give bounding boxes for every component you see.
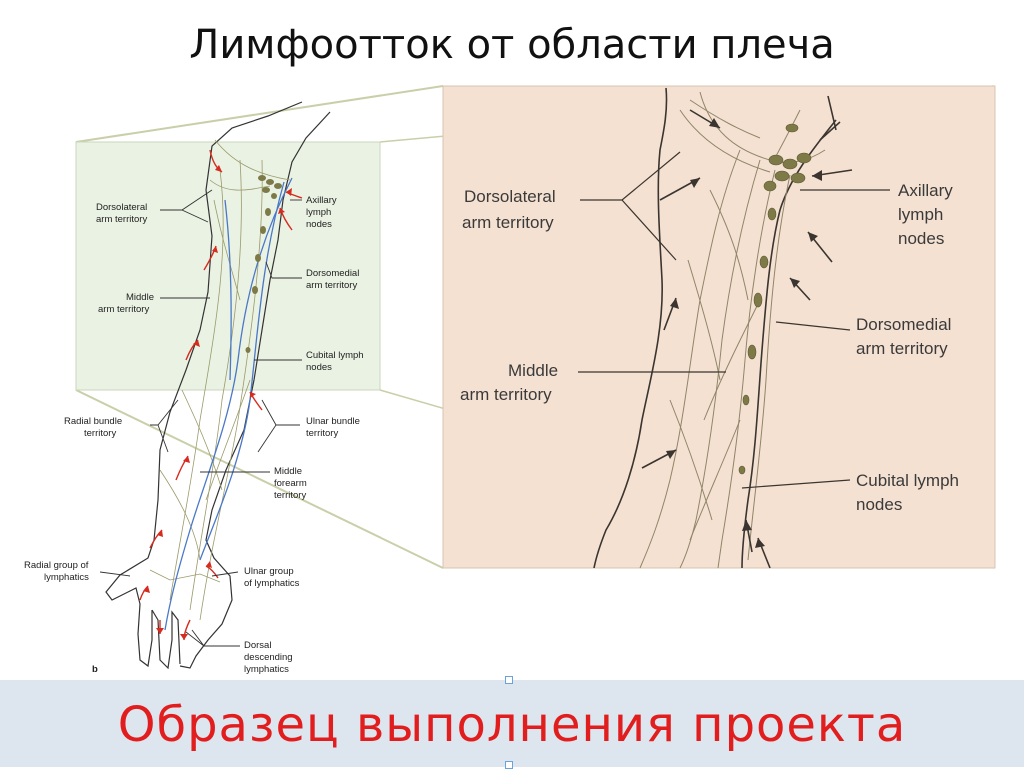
leader-lines-right (578, 151, 890, 489)
label-ulnar-bundle-1: Ulnar bundle (306, 416, 360, 427)
label-dorsal-desc-2: descending (244, 652, 293, 663)
label-axillary-right-2: lymph (898, 205, 943, 224)
arm-illustration-left (105, 101, 331, 670)
labels-left: Dorsolateral arm territory Axillary lymp… (24, 195, 364, 675)
slide-title: Лимфоотток от области плеча (189, 22, 835, 68)
zoom-connector-bottom (75, 389, 444, 569)
label-middle-forearm-2: forearm (274, 478, 307, 489)
zoom-detail-panel (442, 85, 996, 569)
label-middle-forearm-1: Middle (274, 466, 302, 477)
label-dorsolateral-right-2: arm territory (462, 213, 554, 232)
label-axillary-left-1: Axillary (306, 195, 337, 206)
label-cubital-left-2: nodes (306, 362, 332, 373)
label-axillary-left-3: nodes (306, 219, 332, 230)
label-cubital-left-1: Cubital lymph (306, 350, 364, 361)
label-radial-group-1: Radial group of (24, 560, 89, 571)
lymph-nodes-right (738, 123, 812, 475)
label-dorsomedial-left-1: Dorsomedial (306, 268, 359, 279)
lymph-vessels-left (149, 139, 291, 621)
label-radial-group-2: lymphatics (44, 572, 89, 583)
label-cubital-right-2: nodes (856, 495, 902, 514)
banner-text[interactable]: Образец выполнения проекта (117, 697, 907, 753)
lymph-nodes-left (245, 175, 282, 353)
label-dorsomedial-right-2: arm territory (856, 339, 948, 358)
zoom-connector-top (75, 85, 444, 143)
flow-arrowheads-left (143, 165, 292, 640)
veins-left (164, 177, 293, 631)
resize-handle-top[interactable] (505, 676, 513, 684)
lymph-vessels-right (639, 91, 826, 569)
label-ulnar-bundle-2: territory (306, 428, 338, 439)
label-ulnar-group-1: Ulnar group (244, 566, 294, 577)
label-ulnar-group-2: of lymphatics (244, 578, 300, 589)
resize-handle-bottom[interactable] (505, 761, 513, 769)
label-middle-arm-right-2: arm territory (460, 385, 552, 404)
label-middle-forearm-3: territory (274, 490, 306, 501)
panel-letter: b (92, 664, 98, 675)
label-dorsolateral-left-2: arm territory (96, 214, 147, 225)
label-dorsomedial-right-1: Dorsomedial (856, 315, 951, 334)
label-axillary-right-3: nodes (898, 229, 944, 248)
label-radial-bundle-1: Radial bundle (64, 416, 122, 427)
label-dorsal-desc-3: lymphatics (244, 664, 289, 675)
label-middle-arm-left-1: Middle (126, 292, 154, 303)
label-dorsomedial-left-2: arm territory (306, 280, 357, 291)
leader-lines-left (99, 189, 302, 647)
label-radial-bundle-2: territory (84, 428, 116, 439)
label-axillary-left-2: lymph (306, 207, 331, 218)
label-middle-arm-left-2: arm territory (98, 304, 149, 315)
label-cubital-right-1: Cubital lymph (856, 471, 959, 490)
label-dorsal-desc-1: Dorsal (244, 640, 271, 651)
label-dorsolateral-left-1: Dorsolateral (96, 202, 147, 213)
zoom-region-highlight (75, 141, 381, 391)
label-dorsolateral-right-1: Dorsolateral (464, 187, 556, 206)
flow-arrowheads-right (666, 118, 822, 548)
bottom-banner (0, 680, 1024, 767)
arm-illustration-right (593, 87, 841, 569)
label-middle-arm-right-1: Middle (508, 361, 558, 380)
label-axillary-right-1: Axillary (898, 181, 953, 200)
labels-right: Dorsolateral arm territory Axillary lymp… (460, 181, 959, 514)
